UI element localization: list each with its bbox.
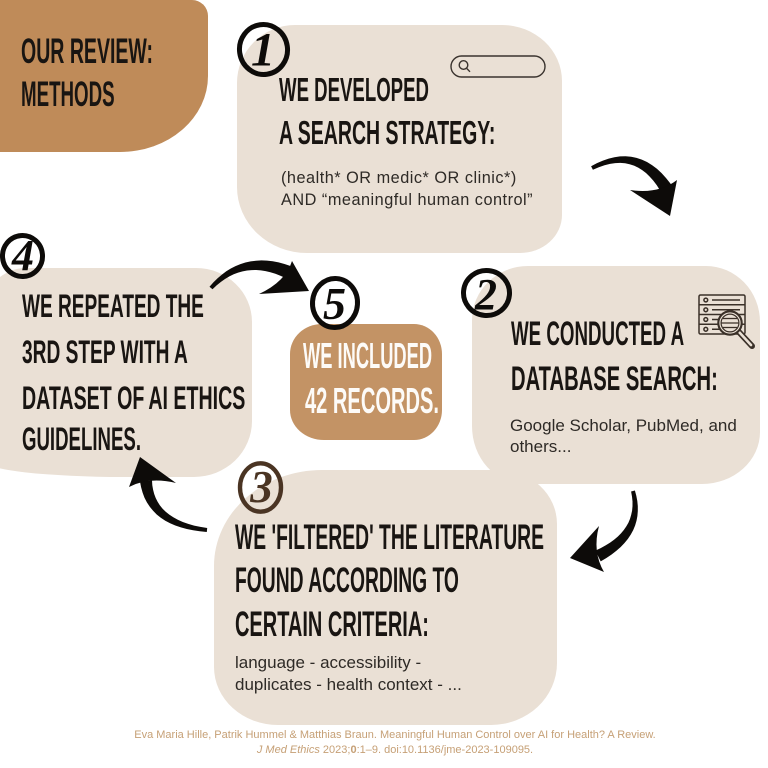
svg-text:1: 1 xyxy=(251,24,275,77)
svg-text:5: 5 xyxy=(323,278,346,329)
svg-text:3: 3 xyxy=(249,462,273,512)
svg-text:2: 2 xyxy=(474,270,497,319)
svg-text:4: 4 xyxy=(11,231,34,280)
